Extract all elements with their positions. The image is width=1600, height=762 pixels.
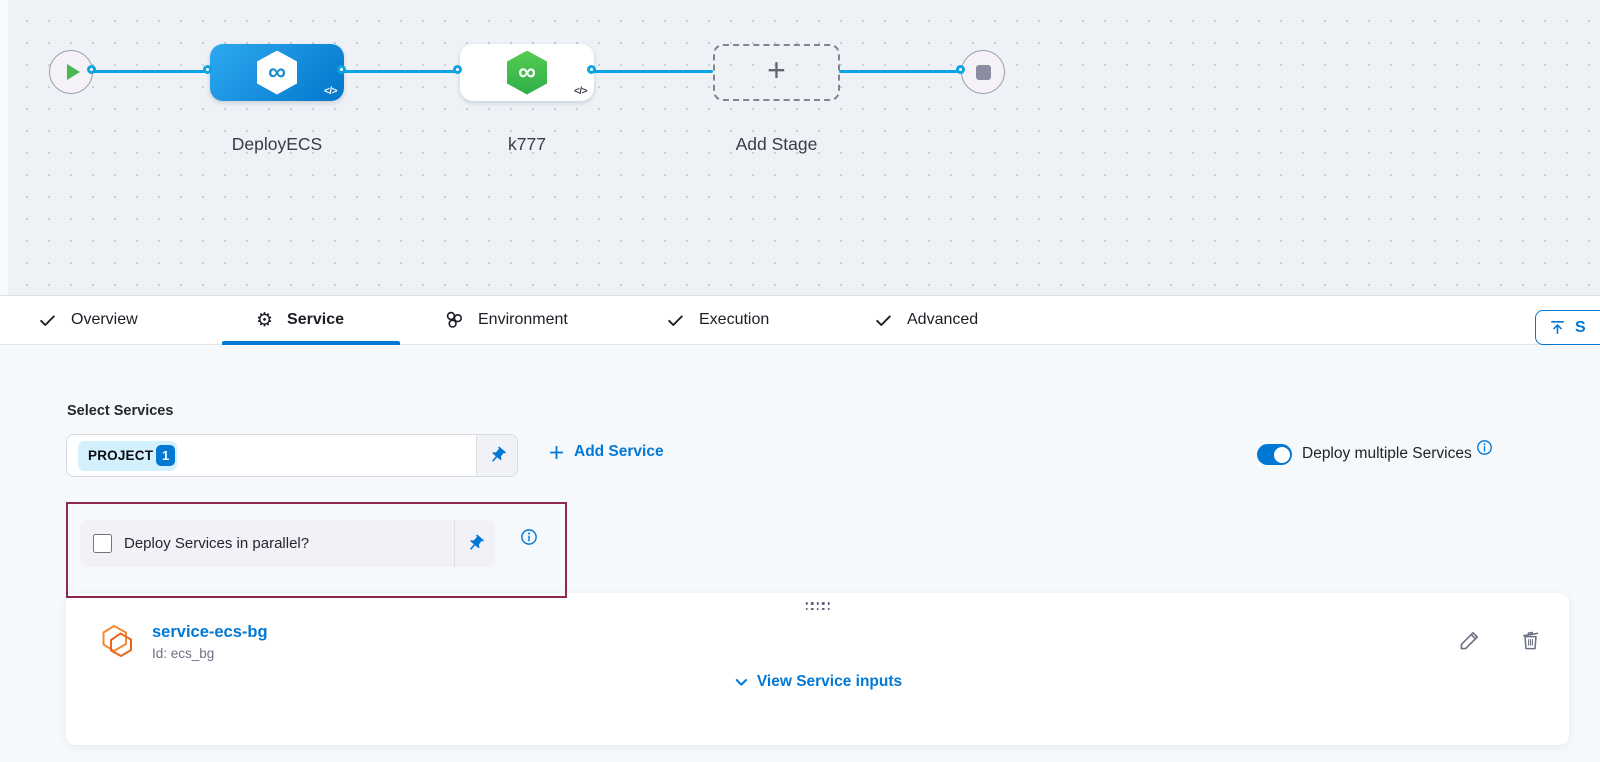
stage-label-k777: k777 [508, 134, 546, 154]
add-stage-button[interactable]: + [713, 44, 840, 101]
yaml-code-icon: </> [574, 86, 587, 97]
tab-label: Execution [699, 311, 770, 328]
connector-port[interactable] [956, 64, 965, 74]
deploy-parallel-checkbox[interactable] [93, 534, 112, 553]
connector-port[interactable] [203, 64, 212, 74]
select-services-input[interactable]: PROJECT 1 [66, 434, 518, 477]
pin-input-type-button[interactable] [454, 520, 495, 567]
tab-label: Overview [71, 311, 138, 328]
active-tab-underline [222, 341, 400, 345]
tab-service[interactable]: ⚙ Service [256, 296, 344, 344]
service-hexagon-icon [100, 623, 136, 666]
connector-port[interactable] [337, 64, 346, 74]
pin-icon [469, 534, 484, 550]
check-icon [874, 311, 893, 330]
pipeline-start-node[interactable] [49, 50, 93, 94]
check-icon [666, 311, 685, 330]
tab-overview[interactable]: Overview [38, 296, 138, 344]
stage-node-k777[interactable]: ∞ </> [460, 44, 594, 101]
pencil-icon [1460, 632, 1478, 650]
edit-service-button[interactable] [1458, 628, 1482, 657]
add-service-button[interactable]: Add Service [548, 443, 664, 461]
tab-execution[interactable]: Execution [666, 296, 769, 344]
view-service-inputs-label: View Service inputs [756, 673, 903, 690]
pipeline-canvas[interactable]: ∞ </> ∞ </> + DeployECS k777 Add Stage [0, 0, 1600, 295]
add-stage-label: Add Stage [735, 134, 818, 154]
view-service-inputs-button[interactable]: View Service inputs [733, 673, 902, 691]
add-service-label: Add Service [574, 443, 664, 460]
stop-icon [975, 64, 991, 80]
select-services-label: Select Services [67, 403, 174, 419]
connector-port[interactable] [87, 64, 96, 74]
connector-port[interactable] [587, 64, 596, 74]
edge-addstage-end [839, 70, 963, 73]
drag-handle-icon[interactable] [805, 602, 830, 610]
toggle-knob [1273, 446, 1290, 463]
delete-service-button[interactable] [1519, 628, 1542, 657]
chip-label: PROJECT [88, 448, 154, 463]
stage-label-deployecs: DeployECS [231, 134, 323, 154]
pin-icon [491, 446, 506, 462]
stage-node-deployecs[interactable]: ∞ </> [210, 44, 344, 101]
edge-start-stage1 [92, 70, 210, 73]
plus-icon: + [767, 52, 786, 88]
deploy-multiple-label: Deploy multiple Services [1302, 445, 1472, 462]
stage-config-tabbar: Overview ⚙ Service Environment Execution… [0, 295, 1600, 345]
tab-label: Service [287, 311, 344, 328]
save-button[interactable]: S [1535, 310, 1600, 345]
deploy-parallel-label: Deploy Services in parallel? [124, 535, 310, 552]
service-name-link[interactable]: service-ecs-bg [152, 623, 268, 641]
selected-services-chip[interactable]: PROJECT 1 [78, 440, 178, 471]
plus-icon [548, 444, 565, 461]
deploy-parallel-field: Deploy Services in parallel? [80, 520, 495, 567]
pipeline-end-node[interactable] [961, 50, 1005, 94]
gear-icon: ⚙ [256, 308, 274, 331]
play-icon [66, 64, 80, 80]
tab-label: Advanced [907, 311, 979, 328]
environment-icon [444, 310, 464, 330]
deploy-multiple-services-group: Deploy multiple Services [1257, 439, 1493, 465]
harness-cd-icon: ∞ [507, 50, 547, 95]
connector-port[interactable] [453, 64, 462, 74]
save-button-label: S [1575, 318, 1586, 336]
yaml-code-icon: </> [324, 86, 337, 97]
pin-input-type-button[interactable] [476, 435, 517, 476]
edge-stage2-addstage [592, 70, 713, 73]
deploy-multiple-toggle[interactable] [1257, 444, 1292, 465]
tab-label: Environment [478, 311, 568, 328]
edge-stage1-stage2 [342, 70, 460, 73]
tab-advanced[interactable]: Advanced [874, 296, 978, 344]
harness-cd-icon: ∞ [257, 50, 297, 95]
upload-icon [1549, 319, 1566, 336]
info-icon[interactable] [520, 528, 538, 551]
chip-count-badge: 1 [156, 445, 176, 466]
check-icon [38, 311, 57, 330]
tab-environment[interactable]: Environment [444, 296, 568, 344]
chevron-down-icon [733, 674, 749, 690]
info-icon[interactable] [1476, 439, 1493, 461]
service-row: service-ecs-bg Id: ecs_bg [100, 623, 268, 666]
service-id-text: Id: ecs_bg [152, 646, 215, 661]
trash-icon [1522, 631, 1539, 650]
service-card: service-ecs-bg Id: ecs_bg View Service i… [66, 593, 1569, 745]
